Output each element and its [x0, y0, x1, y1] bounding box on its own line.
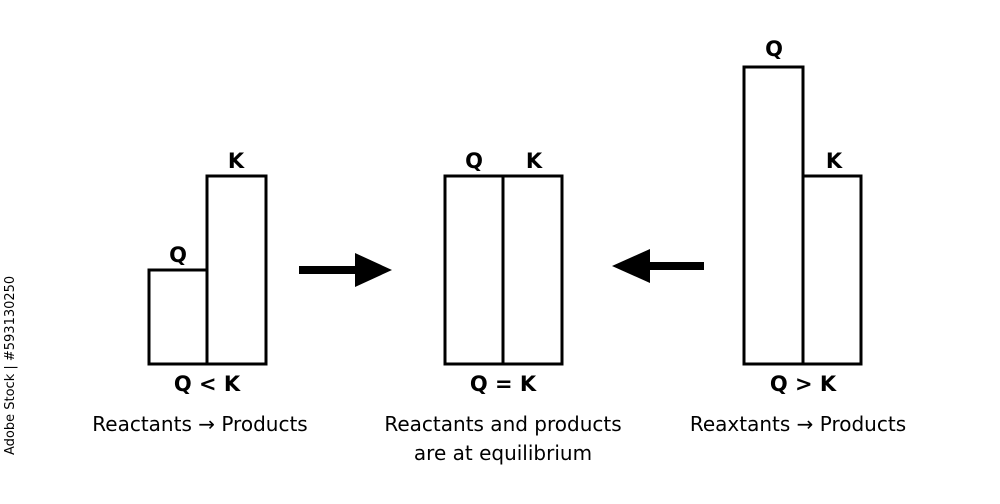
- bar-q: [742, 65, 805, 366]
- panel-q-equals-k: Q K Q = K Reactants and products are at …: [384, 149, 621, 465]
- relation-label: Q = K: [470, 372, 537, 396]
- bar-k-label: K: [526, 149, 543, 173]
- panel-q-less-than-k: Q K Q < K Reactants → Products: [92, 149, 307, 436]
- bar-q-label: Q: [465, 149, 483, 173]
- caption-line: Reactants → Products: [92, 412, 307, 436]
- bar-k-label: K: [228, 149, 245, 173]
- bar-k-label: K: [826, 149, 843, 173]
- caption-line: Reaxtants → Products: [690, 412, 906, 436]
- panel-q-greater-than-k: Q K Q > K Reaxtants → Products: [690, 37, 906, 436]
- caption-line: are at equilibrium: [414, 441, 592, 465]
- relation-label: Q > K: [770, 372, 837, 396]
- caption-line: Reactants and products: [384, 412, 621, 436]
- bar-q-label: Q: [765, 37, 783, 61]
- arrow-left-icon: [612, 249, 704, 283]
- bar-k: [501, 174, 564, 366]
- bar-q: [443, 174, 505, 366]
- stock-watermark: Adobe Stock | #593130250: [3, 275, 18, 456]
- bar-q: [147, 268, 209, 366]
- bar-k: [801, 174, 863, 366]
- bar-k: [205, 174, 268, 366]
- bar-q-label: Q: [169, 243, 187, 267]
- relation-label: Q < K: [174, 372, 241, 396]
- arrow-right-icon: [299, 253, 392, 287]
